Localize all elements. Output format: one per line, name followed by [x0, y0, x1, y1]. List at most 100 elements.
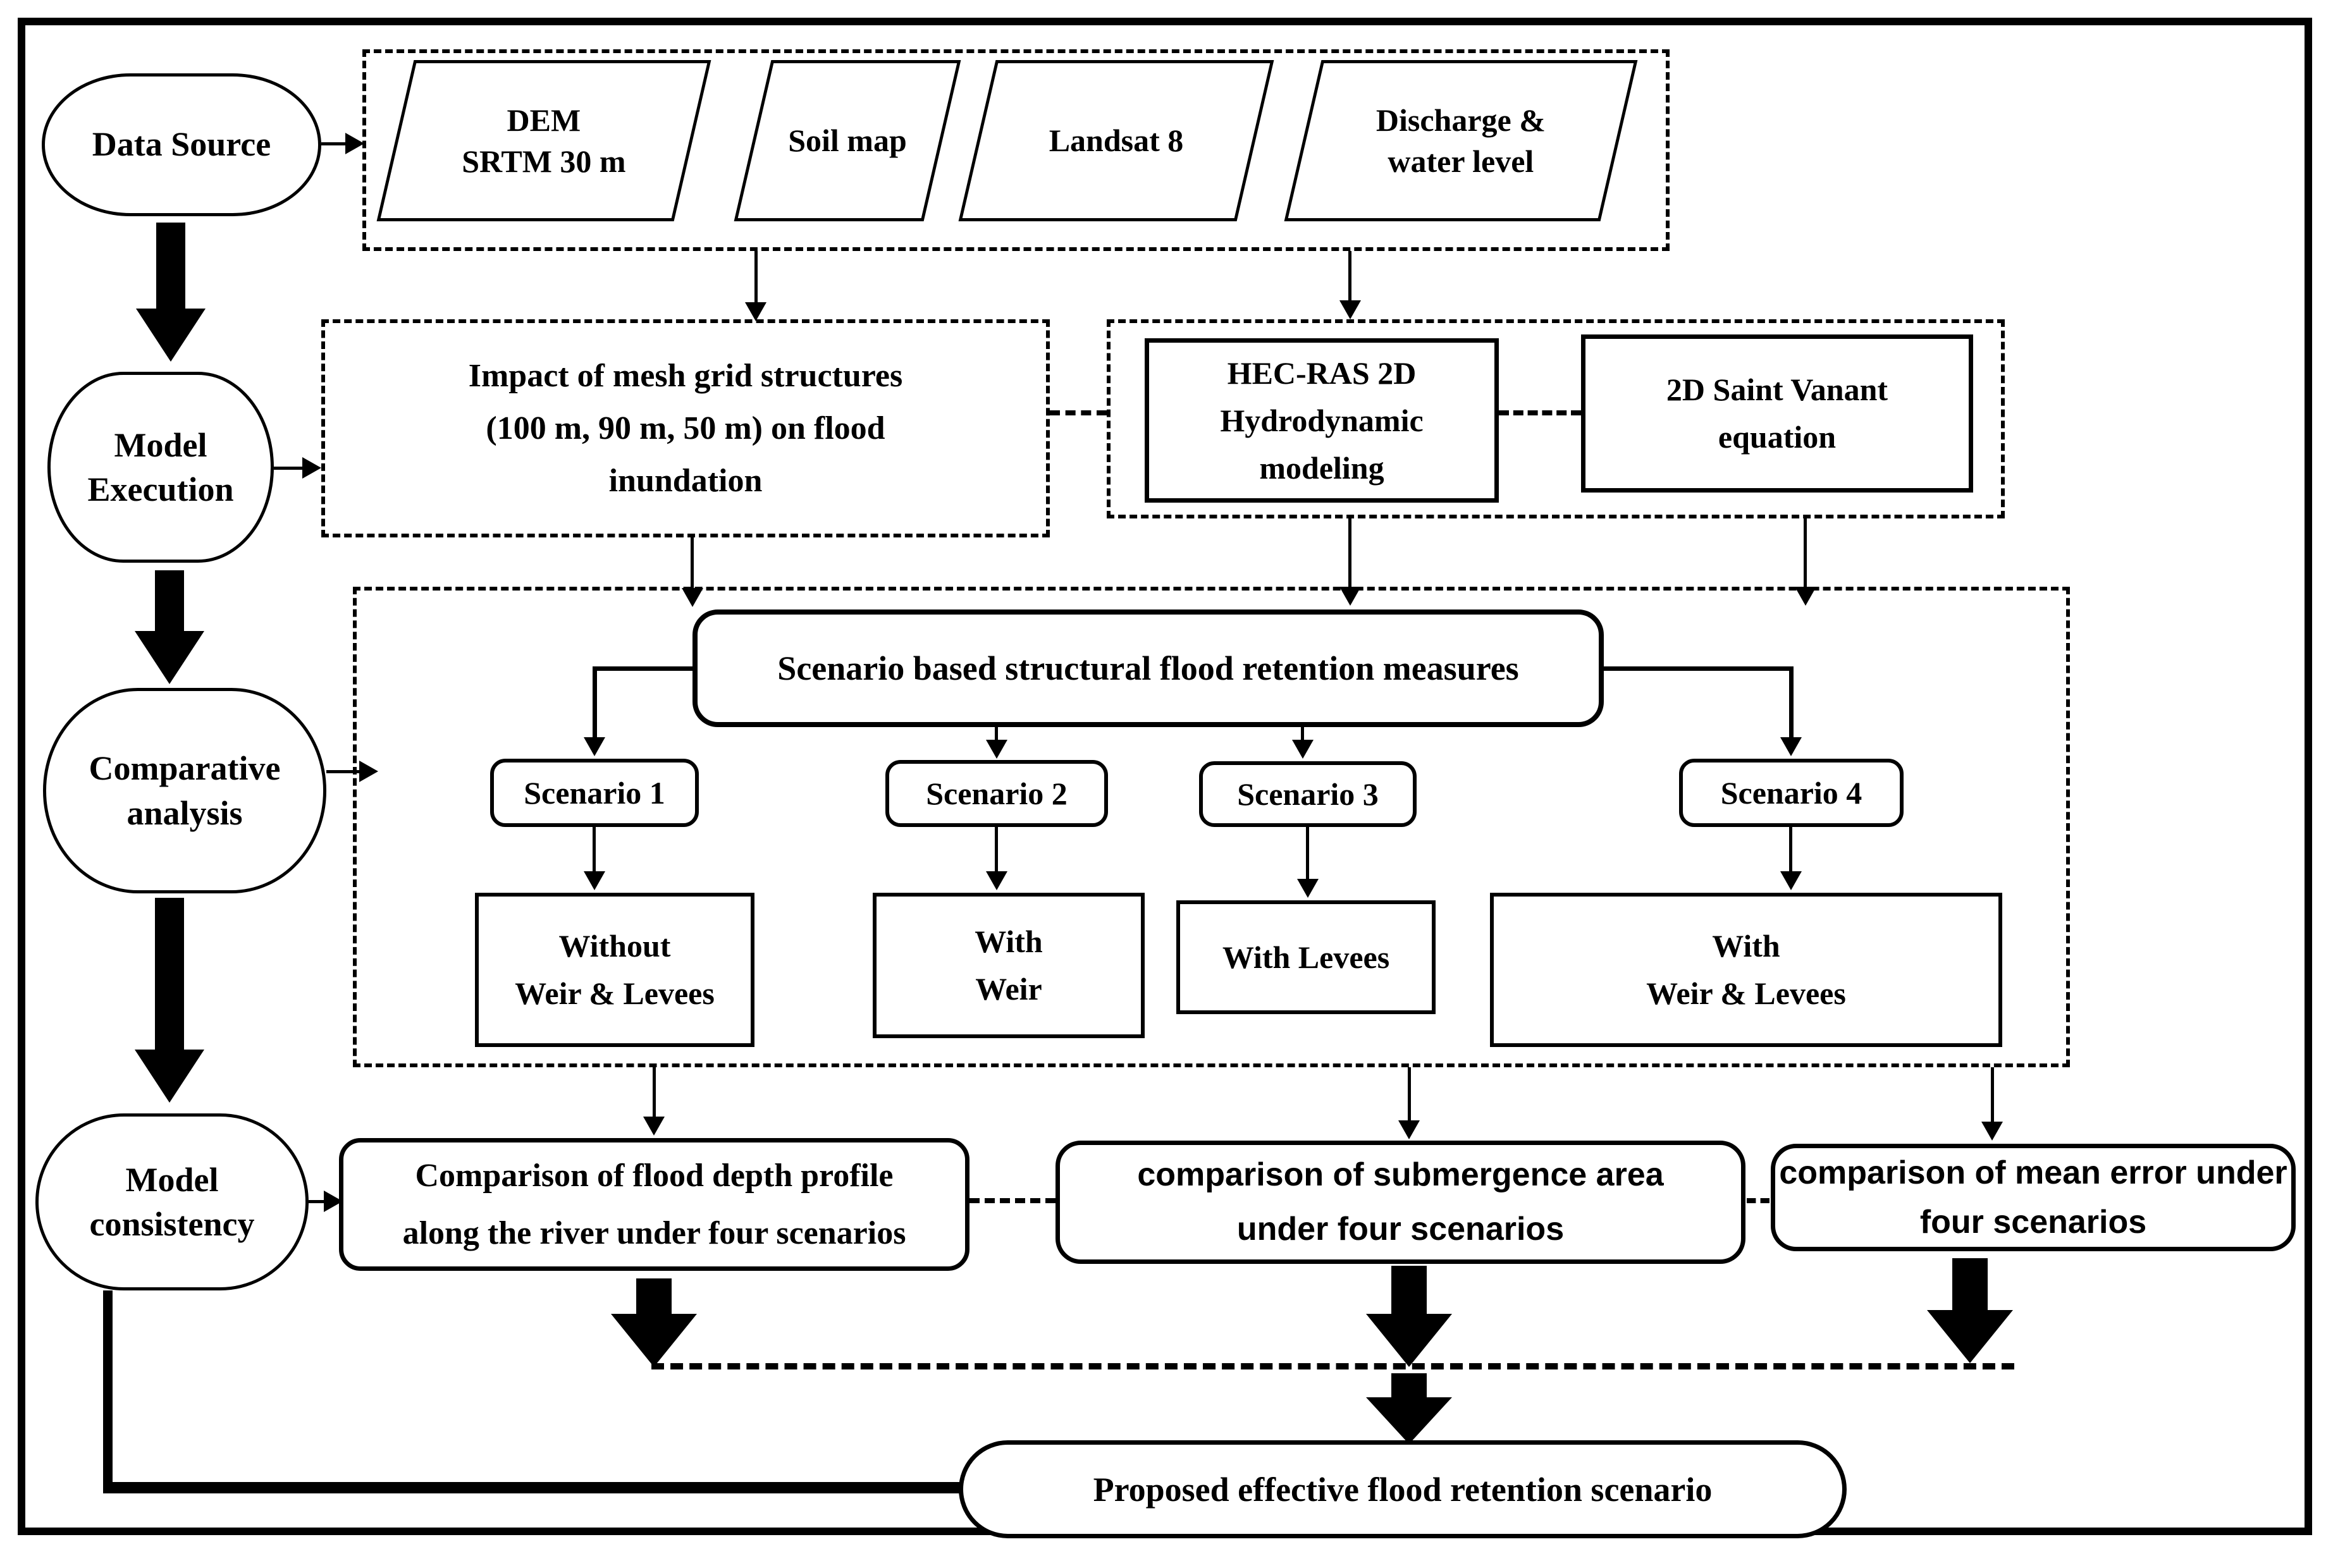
- parallelogram-landsat-text: Landsat 8: [980, 120, 1252, 161]
- discharge-line-2: water level: [1388, 143, 1534, 179]
- container-hydrodynamic: [1107, 319, 2005, 518]
- oval-model-execution: Model Execution: [47, 372, 274, 563]
- arrow-to-mean-error-head: [1981, 1122, 2003, 1141]
- block-arrow-meanerror-head: [1927, 1310, 2013, 1363]
- arrow-sources-to-mesh-line: [754, 251, 758, 303]
- flood-depth-line-1: Comparison of flood depth profile: [415, 1158, 894, 1194]
- block-arrow-execution-shaft: [155, 570, 184, 634]
- box-submergence-comparison: comparison of submergence area under fou…: [1056, 1141, 1745, 1264]
- arrow-scenario1-to-detail-head: [584, 871, 605, 890]
- block-arrow-submergence-head: [1366, 1314, 1452, 1367]
- container-data-sources: [362, 49, 1670, 251]
- box-mean-error-comparison: comparison of mean error under four scen…: [1771, 1144, 2296, 1251]
- arrow-sources-to-hydro-head: [1339, 300, 1361, 319]
- arrow-scenario1-to-detail-line: [593, 827, 596, 873]
- soil-map-line-1: Soil map: [788, 123, 907, 158]
- hec-ras-line-2: Hydrodynamic: [1220, 402, 1424, 438]
- mean-error-line-1: comparison of mean error under: [1779, 1155, 2287, 1191]
- box-detail-with-levees: With Levees: [1176, 900, 1436, 1014]
- detail-4-line-2: Weir & Levees: [1646, 976, 1846, 1011]
- box-hec-ras: HEC-RAS 2D Hydrodynamic modeling: [1145, 338, 1499, 503]
- comparative-line-2: analysis: [126, 793, 243, 832]
- detail-2-line-1: With: [975, 924, 1043, 959]
- arrow-to-flood-depth-head: [643, 1117, 665, 1136]
- detail-1-line-1: Without: [558, 928, 671, 964]
- parallelogram-discharge-text: Discharge & water level: [1306, 100, 1616, 182]
- arrow-sources-to-mesh-head: [745, 302, 766, 321]
- elbow-to-scenario4-head: [1780, 737, 1802, 756]
- arrow-comparative-to-container-head: [359, 761, 378, 782]
- elbow-to-scenario1-vertical: [593, 666, 597, 738]
- arrow-execution-to-mesh-head: [302, 457, 321, 479]
- hec-ras-line-1: HEC-RAS 2D: [1227, 355, 1417, 391]
- dashed-connector-mesh-hydro: [1050, 410, 1107, 415]
- arrow-sources-to-hydro-line: [1348, 251, 1351, 302]
- submergence-line-1: comparison of submergence area: [1137, 1156, 1664, 1193]
- arrow-scenario4-to-detail-line: [1789, 827, 1792, 873]
- thick-line-consistency-horizontal: [103, 1482, 961, 1493]
- consistency-line-2: consistency: [89, 1205, 255, 1243]
- landsat-line-1: Landsat 8: [1049, 123, 1184, 158]
- arrow-to-submergence-head: [1398, 1120, 1420, 1139]
- block-arrow-datasource-head: [136, 309, 206, 362]
- block-arrow-final-head: [1366, 1397, 1452, 1444]
- arrow-comparative-to-container-line: [326, 770, 359, 773]
- box-scenario-3: Scenario 3: [1199, 761, 1417, 827]
- container-mesh-impact: Impact of mesh grid structures (100 m, 9…: [321, 319, 1050, 537]
- block-arrow-meanerror-shaft: [1952, 1258, 1988, 1311]
- container-comparative: [353, 587, 2070, 1067]
- box-flood-depth-comparison: Comparison of flood depth profile along …: [339, 1138, 969, 1271]
- arrow-mesh-to-comparative-line: [691, 537, 694, 589]
- box-detail-without-weir-levees: Without Weir & Levees: [475, 893, 754, 1047]
- detail-4-line-1: With: [1712, 928, 1780, 964]
- box-scenario-4: Scenario 4: [1679, 759, 1904, 827]
- saint-venant-line-1: 2D Saint Vanant: [1666, 372, 1888, 407]
- arrow-execution-to-mesh-line: [274, 467, 302, 470]
- block-arrow-submergence-shaft: [1391, 1266, 1427, 1315]
- arrow-scenario3-to-detail-line: [1306, 827, 1309, 880]
- dem-line-2: SRTM 30 m: [462, 143, 626, 179]
- arrow-scenario2-to-detail-head: [986, 871, 1007, 890]
- saint-venant-line-2: equation: [1718, 419, 1837, 455]
- parallelogram-discharge: Discharge & water level: [1284, 60, 1638, 221]
- parallelogram-dem: DEM SRTM 30 m: [376, 60, 711, 221]
- arrow-header-to-scenario2-line: [995, 727, 998, 741]
- model-execution-line-2: Execution: [87, 470, 234, 508]
- scenario-4-label: Scenario 4: [1720, 775, 1862, 811]
- dashed-connector-flooddepth-submergence: [969, 1198, 1056, 1203]
- mesh-impact-line-1: Impact of mesh grid structures: [468, 357, 903, 394]
- arrow-to-flood-depth-line: [653, 1067, 656, 1118]
- detail-3-line-1: With Levees: [1222, 939, 1390, 975]
- block-arrow-flooddepth-shaft: [636, 1278, 672, 1315]
- box-detail-with-weir: With Weir: [873, 893, 1145, 1038]
- mesh-impact-line-3: inundation: [608, 463, 763, 499]
- elbow-to-scenario1-head: [584, 737, 605, 756]
- oval-comparative-analysis: Comparative analysis: [43, 688, 326, 893]
- comparative-line-1: Comparative: [89, 749, 281, 788]
- oval-data-source: Data Source: [42, 73, 321, 216]
- arrow-datasource-to-sources-head: [345, 133, 364, 154]
- discharge-line-1: Discharge &: [1376, 102, 1546, 138]
- arrow-header-to-scenario2-head: [986, 740, 1007, 759]
- scenario-1-label: Scenario 1: [524, 775, 665, 811]
- submergence-line-2: under four scenarios: [1236, 1210, 1565, 1247]
- arrow-hydro-to-comparative-line2: [1804, 518, 1807, 588]
- box-detail-with-weir-levees: With Weir & Levees: [1490, 893, 2002, 1047]
- dashed-connector-submergence-meanerror: [1747, 1198, 1770, 1203]
- box-saint-venant: 2D Saint Vanant equation: [1581, 334, 1973, 493]
- arrow-to-mean-error-line: [1991, 1067, 1994, 1123]
- parallelogram-soil-map-text: Soil map: [756, 120, 939, 161]
- block-arrow-execution-head: [135, 631, 204, 684]
- model-execution-line-1: Model: [114, 426, 207, 464]
- box-proposed-scenario: Proposed effective flood retention scena…: [959, 1440, 1847, 1538]
- consistency-line-1: Model: [125, 1160, 219, 1199]
- block-arrow-comparative-shaft: [155, 898, 184, 1052]
- arrow-hydro-to-comparative-line1: [1348, 518, 1351, 588]
- dashed-decision-line: [651, 1363, 2014, 1369]
- proposed-scenario-label: Proposed effective flood retention scena…: [1093, 1470, 1713, 1509]
- flood-depth-line-2: along the river under four scenarios: [402, 1215, 906, 1251]
- scenario-2-label: Scenario 2: [926, 776, 1068, 811]
- arrow-header-to-scenario3-head: [1292, 740, 1314, 759]
- elbow-to-scenario4-horizontal: [1604, 666, 1794, 671]
